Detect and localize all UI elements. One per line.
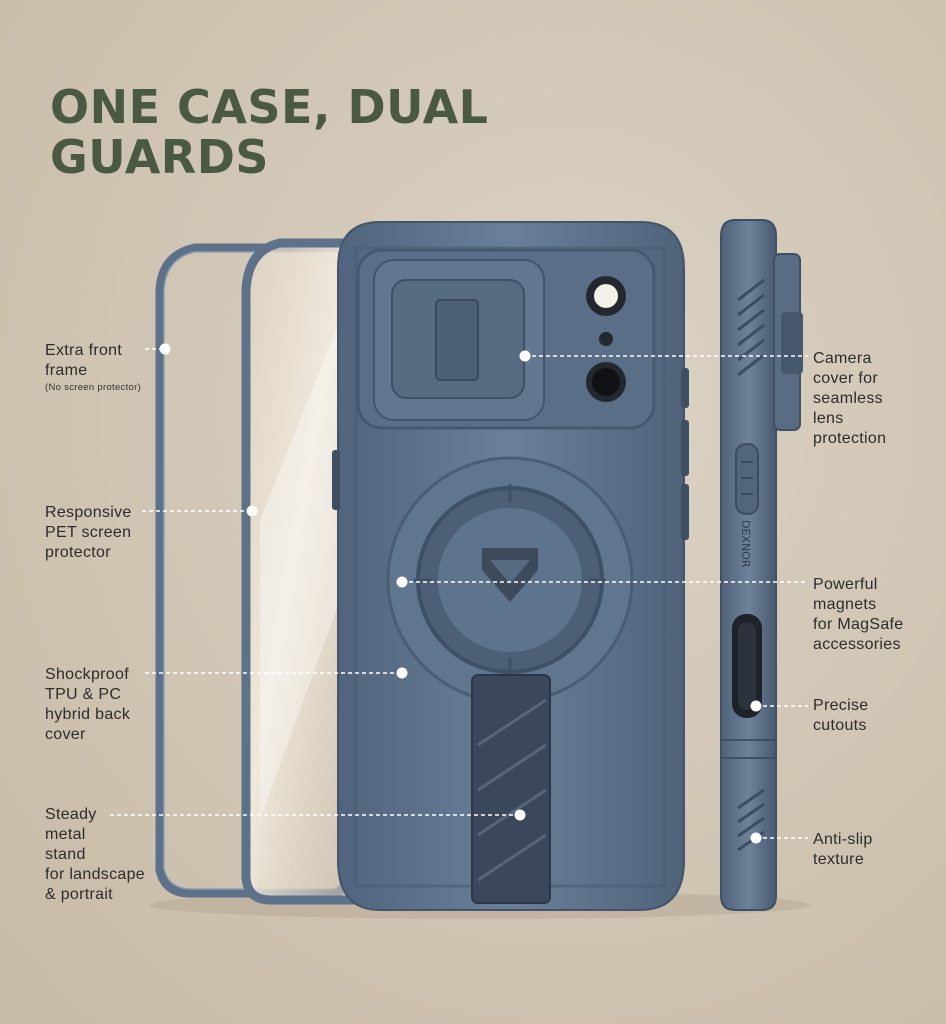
page-title: ONE CASE, DUAL GUARDS — [50, 82, 488, 182]
callout-stand-line4: for landscape — [45, 866, 145, 883]
callout-anti-slip-line1: Anti-slip — [813, 831, 873, 848]
callout-back-line1: Shockproof — [45, 666, 129, 683]
callout-cutouts-line1: Precise — [813, 697, 869, 714]
callout-stand-line3: stand — [45, 846, 86, 863]
callout-pet-line3: protector — [45, 544, 111, 561]
callout-pet-line1: Responsive — [45, 504, 132, 521]
callout-anti-slip-line2: texture — [813, 851, 865, 868]
callout-magnets-line3: for MagSafe — [813, 616, 904, 633]
callout-magnets: Powerful magnets for MagSafe accessories — [813, 575, 903, 655]
callout-stand-line5: & portrait — [45, 886, 113, 903]
callout-stand-line2: metal — [45, 826, 86, 843]
pet-screen-protector — [241, 238, 365, 905]
callout-camera-line5: protection — [813, 430, 887, 447]
callout-front-frame-line1: Extra front — [45, 342, 123, 359]
callout-camera-line4: lens — [813, 410, 844, 427]
callout-magnets-line2: magnets — [813, 596, 877, 613]
callout-camera-line2: cover for — [813, 370, 878, 387]
side-view: DEXNOR — [720, 219, 803, 911]
callout-pet-line2: PET screen — [45, 524, 132, 541]
callout-anti-slip: Anti-slip texture — [813, 830, 873, 870]
callout-front-frame: Extra front frame (No screen protector) — [45, 341, 141, 394]
callout-cutouts: Precise cutouts — [813, 696, 868, 736]
callout-camera-line1: Camera — [813, 350, 872, 367]
callout-lines — [110, 348, 808, 839]
callout-camera-cover: Camera cover for seamless lens protectio… — [813, 349, 886, 449]
callout-magnets-line1: Powerful — [813, 576, 878, 593]
callout-back-line4: cover — [45, 726, 86, 743]
callout-cutouts-line2: cutouts — [813, 717, 867, 734]
callout-front-frame-note: (No screen protector) — [45, 382, 142, 393]
callout-stand: Steady metal stand for landscape & portr… — [45, 805, 145, 905]
title-line-2: GUARDS — [50, 130, 270, 184]
callout-dots — [159, 343, 762, 844]
callout-back-cover: Shockproof TPU & PC hybrid back cover — [45, 665, 130, 745]
callout-magnets-line4: accessories — [813, 636, 901, 653]
metal-stand — [471, 674, 551, 904]
title-line-1: ONE CASE, DUAL — [50, 80, 489, 134]
callout-front-frame-line2: frame — [45, 362, 88, 379]
magsafe-ring — [386, 456, 634, 704]
brand-mark: DEXNOR — [739, 520, 752, 568]
callout-camera-line3: seamless — [813, 390, 883, 407]
callout-pet-protector: Responsive PET screen protector — [45, 503, 132, 563]
back-case — [332, 221, 689, 911]
callout-back-line2: TPU & PC — [45, 686, 122, 703]
callout-back-line3: hybrid back — [45, 706, 131, 723]
camera-module — [356, 248, 656, 430]
callout-stand-line1: Steady — [45, 806, 97, 823]
